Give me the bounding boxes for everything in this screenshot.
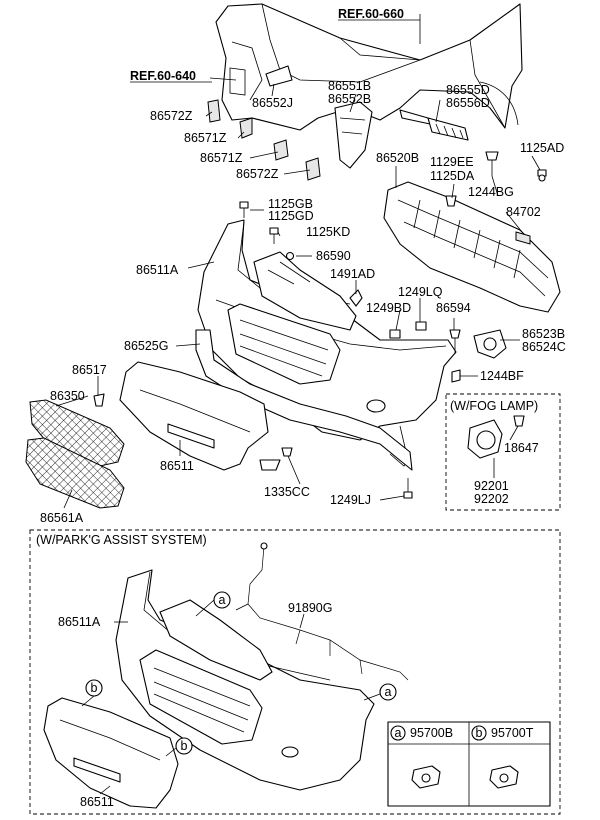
label-86556d: 86556D: [446, 96, 490, 110]
legend-callout-a: [390, 725, 406, 741]
label-86552b: 86552B: [328, 92, 371, 106]
label-86517: 86517: [72, 363, 107, 377]
callout-a-2-text: a: [385, 685, 392, 699]
label-86523b: 86523B: [522, 327, 565, 341]
callout-circles: a a b b a b: [85, 591, 487, 755]
label-86572z-a: 86572Z: [150, 109, 193, 123]
callout-a-2: [379, 683, 397, 701]
bumper-cover-upper: [197, 219, 457, 467]
callout-b-1: [85, 679, 103, 697]
fog-lamp: [467, 415, 525, 459]
label-1125gb: 1125GB: [268, 197, 313, 211]
callout-a-1-text: a: [219, 593, 226, 607]
label-18647: 18647: [504, 441, 539, 455]
label-1335cc: 1335CC: [264, 485, 310, 499]
label-1125kd: 1125KD: [306, 225, 350, 239]
leader-lines: [55, 14, 541, 795]
label-1249bd: 1249BD: [366, 301, 411, 315]
label-86571z-a: 86571Z: [184, 131, 227, 145]
legend-callout-a-text: a: [395, 726, 402, 740]
part-labels: REF.60-660 REF.60-640 86551B 86552B 8655…: [36, 7, 566, 809]
lower-bumper-cover: [93, 361, 413, 499]
energy-absorber: [383, 181, 561, 313]
sensor-legend-table: [387, 721, 551, 807]
label-86590: 86590: [316, 249, 351, 263]
label-1244bf: 1244BF: [480, 369, 524, 383]
label-91890g: 91890G: [288, 601, 332, 615]
fasteners-center: [239, 201, 427, 339]
park-assist-lower-cover: [43, 697, 179, 809]
park-assist-wiring: [235, 542, 409, 681]
label-86525g: 86525G: [124, 339, 168, 353]
park-assist-box: [29, 529, 561, 815]
callout-a-1: [213, 591, 231, 609]
park-assist-box-title: (W/PARK'G ASSIST SYSTEM): [36, 533, 207, 547]
park-assist-bumper: [115, 569, 375, 791]
label-1129ee: 1129EE: [430, 155, 474, 169]
grilles: [25, 399, 125, 509]
label-1125gd: 1125GD: [268, 209, 314, 223]
label-86594: 86594: [436, 301, 471, 315]
label-1249lj: 1249LJ: [330, 493, 371, 507]
label-92202: 92202: [474, 492, 509, 506]
label-86572z-b: 86572Z: [236, 167, 279, 181]
label-86551b: 86551B: [328, 79, 371, 93]
ref-60-640-label: REF.60-640: [130, 69, 196, 83]
label-1125ad: 1125AD: [520, 141, 564, 155]
label-95700t: 95700T: [491, 726, 534, 740]
retainer-clips: [207, 99, 321, 181]
front-body-structure: [215, 3, 523, 169]
label-1249lq: 1249LQ: [398, 285, 443, 299]
legend-callout-b: [471, 725, 487, 741]
label-86511a-park: 86511A: [58, 615, 101, 629]
label-86520b: 86520B: [376, 151, 419, 165]
label-95700b: 95700B: [410, 726, 453, 740]
fog-lamp-box: [445, 393, 561, 511]
label-1491ad: 1491AD: [330, 267, 375, 281]
fog-lamp-box-title: (W/FOG LAMP): [450, 399, 538, 413]
callout-b-2-text: b: [181, 739, 188, 753]
fog-bracket: [449, 329, 507, 383]
label-86511: 86511: [160, 459, 194, 473]
label-1125da: 1125DA: [430, 169, 475, 183]
label-92201: 92201: [474, 479, 509, 493]
label-86511-park: 86511: [80, 795, 114, 809]
label-86571z-b: 86571Z: [200, 151, 243, 165]
label-86350: 86350: [50, 389, 85, 403]
fasteners-upper-right: [485, 151, 547, 182]
label-86555d: 86555D: [446, 83, 490, 97]
legend-callout-b-text: b: [476, 726, 483, 740]
label-86524c: 86524C: [522, 340, 566, 354]
ref-60-660-label: REF.60-660: [338, 7, 404, 21]
label-1244bg: 1244BG: [468, 185, 514, 199]
callout-b-1-text: b: [91, 681, 98, 695]
label-86552j: 86552J: [252, 96, 293, 110]
callout-b-2: [175, 737, 193, 755]
label-86511a: 86511A: [136, 263, 179, 277]
label-84702: 84702: [506, 205, 541, 219]
label-86561a: 86561A: [40, 511, 84, 525]
